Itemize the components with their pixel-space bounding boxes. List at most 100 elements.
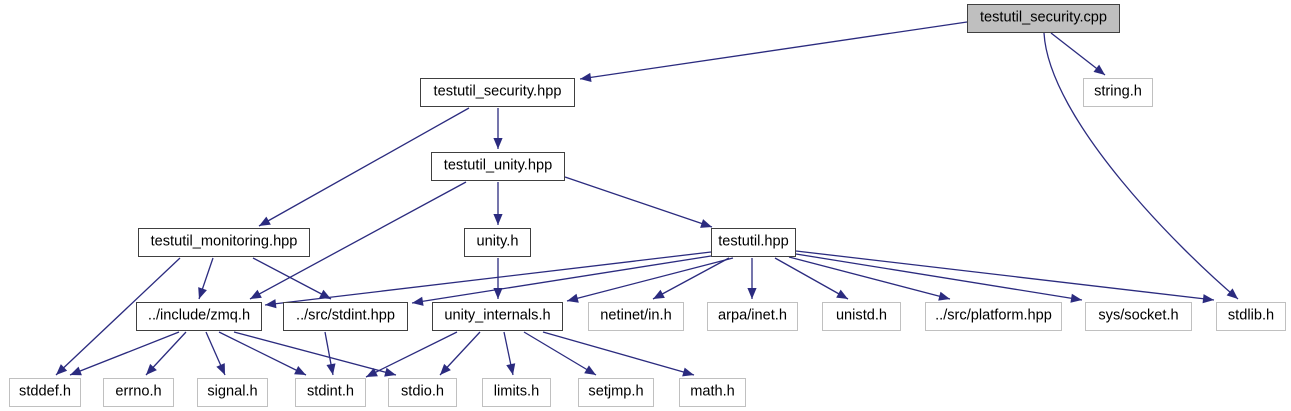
graph-node-setjmp-h[interactable]: setjmp.h bbox=[578, 378, 654, 407]
edge-line bbox=[249, 181, 467, 300]
edge-line bbox=[795, 253, 1083, 301]
graph-edge-unity-internals-h-to-setjmp-h bbox=[523, 331, 597, 376]
graph-node-label: testutil_monitoring.hpp bbox=[150, 233, 298, 250]
edge-arrowhead bbox=[366, 368, 378, 377]
graph-edge-testutil-unity-hpp-to-testutil-hpp bbox=[564, 176, 713, 228]
edges-group bbox=[55, 21, 1239, 378]
graph-node-sys-socket-h[interactable]: sys/socket.h bbox=[1085, 302, 1192, 331]
graph-node-stdlib-h[interactable]: stdlib.h bbox=[1216, 302, 1286, 331]
edge-arrowhead bbox=[682, 367, 694, 377]
edge-arrowhead bbox=[567, 293, 579, 303]
graph-node-testutil-hpp[interactable]: testutil.hpp bbox=[711, 228, 796, 257]
edge-line bbox=[788, 256, 951, 300]
edge-line bbox=[564, 176, 713, 228]
graph-node-testutil-unity-hpp[interactable]: testutil_unity.hpp bbox=[431, 152, 565, 181]
edge-arrowhead bbox=[146, 363, 157, 375]
graph-edge-testutil-hpp-to-netinet-in-h bbox=[652, 257, 730, 300]
graph-edge-testutil-monitoring-hpp-to-src-stdint-hpp bbox=[252, 257, 332, 300]
edge-line bbox=[1043, 32, 1239, 300]
graph-node-label: stdio.h bbox=[401, 383, 444, 400]
graph-node-stddef-h[interactable]: stddef.h bbox=[9, 378, 81, 407]
graph-node-label: math.h bbox=[690, 383, 735, 400]
graph-node-label: errno.h bbox=[115, 383, 162, 400]
graph-node-netinet-in-h[interactable]: netinet/in.h bbox=[588, 302, 684, 331]
graph-node-arpa-inet-h[interactable]: arpa/inet.h bbox=[707, 302, 798, 331]
edge-line bbox=[233, 331, 397, 376]
graph-node-label: unistd.h bbox=[835, 307, 888, 324]
graph-node-math-h[interactable]: math.h bbox=[679, 378, 746, 407]
edge-line bbox=[1050, 32, 1106, 76]
edge-arrowhead bbox=[70, 366, 82, 376]
graph-node-testutil-security-hpp[interactable]: testutil_security.hpp bbox=[420, 78, 575, 107]
edge-line bbox=[542, 331, 695, 376]
graph-node-stdio-h[interactable]: stdio.h bbox=[388, 378, 457, 407]
edge-arrowhead bbox=[319, 289, 331, 299]
graph-node-src-platform-hpp[interactable]: ../src/platform.hpp bbox=[925, 302, 1062, 331]
edge-arrowhead bbox=[700, 219, 712, 228]
graph-edge-testutil-hpp-to-stdlib-h bbox=[795, 250, 1215, 304]
graph-node-stdint-h[interactable]: stdint.h bbox=[295, 378, 366, 407]
graph-node-label: testutil_unity.hpp bbox=[443, 157, 553, 174]
graph-edge-unity-internals-h-to-limits-h bbox=[503, 331, 516, 376]
graph-edge-testutil-monitoring-hpp-to-include-zmq-h bbox=[198, 257, 214, 300]
graph-node-label: stdint.h bbox=[306, 383, 355, 400]
graph-edge-testutil-hpp-to-src-stdint-hpp bbox=[411, 255, 712, 306]
graph-edge-src-stdint-hpp-to-stdint-h bbox=[324, 331, 336, 376]
edge-arrowhead bbox=[384, 367, 396, 377]
graph-node-label: limits.h bbox=[493, 383, 540, 400]
edge-arrowhead bbox=[250, 289, 262, 299]
graph-node-src-stdint-hpp[interactable]: ../src/stdint.hpp bbox=[283, 302, 408, 331]
graph-node-label: testutil_security.cpp bbox=[979, 9, 1108, 26]
graph-edge-include-zmq-h-to-errno-h bbox=[145, 331, 187, 376]
edge-line bbox=[69, 331, 180, 376]
graph-node-label: testutil.hpp bbox=[718, 233, 789, 250]
graph-node-unity-internals-h[interactable]: unity_internals.h bbox=[432, 302, 563, 331]
graph-edge-testutil-hpp-to-unistd-h bbox=[774, 257, 849, 300]
graph-node-label: setjmp.h bbox=[588, 383, 644, 400]
edge-arrowhead bbox=[326, 363, 336, 375]
graph-edge-unity-internals-h-to-math-h bbox=[542, 331, 695, 377]
edge-arrowhead bbox=[493, 138, 503, 149]
graph-edge-testutil-unity-hpp-to-include-zmq-h bbox=[249, 181, 467, 300]
graph-edge-unity-internals-h-to-stdio-h bbox=[439, 331, 481, 376]
graph-edge-unity-internals-h-to-stdint-h bbox=[365, 331, 458, 378]
graph-edge-testutil-security-hpp-to-testutil-monitoring-hpp bbox=[258, 107, 470, 227]
edge-line bbox=[252, 257, 332, 300]
edge-arrowhead bbox=[1226, 288, 1238, 299]
edge-line bbox=[523, 331, 597, 376]
edge-arrowhead bbox=[836, 289, 848, 299]
graph-edge-testutil-unity-hpp-to-unity-h bbox=[493, 182, 503, 225]
graph-node-unity-h[interactable]: unity.h bbox=[464, 228, 531, 257]
graph-edge-testutil-monitoring-hpp-to-stddef-h bbox=[55, 257, 181, 376]
graph-node-testutil-monitoring-hpp[interactable]: testutil_monitoring.hpp bbox=[138, 228, 310, 257]
graph-node-label: signal.h bbox=[207, 383, 258, 400]
edge-line bbox=[55, 257, 181, 376]
edge-line bbox=[795, 250, 1215, 301]
edge-arrowhead bbox=[493, 214, 503, 225]
graph-edge-testutil-security-hpp-to-testutil-unity-hpp bbox=[493, 108, 503, 149]
graph-edge-testutil-hpp-to-sys-socket-h bbox=[795, 253, 1083, 303]
edge-line bbox=[258, 107, 470, 227]
graph-node-string-h[interactable]: string.h bbox=[1083, 78, 1153, 107]
graph-node-include-zmq-h[interactable]: ../include/zmq.h bbox=[136, 302, 262, 331]
edge-arrowhead bbox=[584, 365, 596, 375]
graph-edge-include-zmq-h-to-signal-h bbox=[205, 331, 226, 376]
edge-arrowhead bbox=[747, 288, 757, 299]
edge-arrowhead bbox=[493, 288, 503, 299]
graph-node-testutil-security-cpp[interactable]: testutil_security.cpp bbox=[967, 4, 1120, 33]
edge-arrowhead bbox=[653, 289, 665, 299]
graph-node-limits-h[interactable]: limits.h bbox=[482, 378, 551, 407]
edge-line bbox=[579, 21, 968, 80]
graph-node-unistd-h[interactable]: unistd.h bbox=[822, 302, 901, 331]
edge-arrowhead bbox=[56, 364, 68, 375]
graph-edge-testutil-security-cpp-to-testutil-security-hpp bbox=[579, 21, 968, 82]
graph-node-errno-h[interactable]: errno.h bbox=[103, 378, 174, 407]
graph-node-signal-h[interactable]: signal.h bbox=[197, 378, 268, 407]
graph-node-label: unity.h bbox=[476, 233, 519, 250]
edge-arrowhead bbox=[1202, 294, 1214, 304]
edge-arrowhead bbox=[506, 363, 516, 375]
edge-arrowhead bbox=[580, 72, 592, 82]
graph-node-label: unity_internals.h bbox=[444, 307, 551, 324]
